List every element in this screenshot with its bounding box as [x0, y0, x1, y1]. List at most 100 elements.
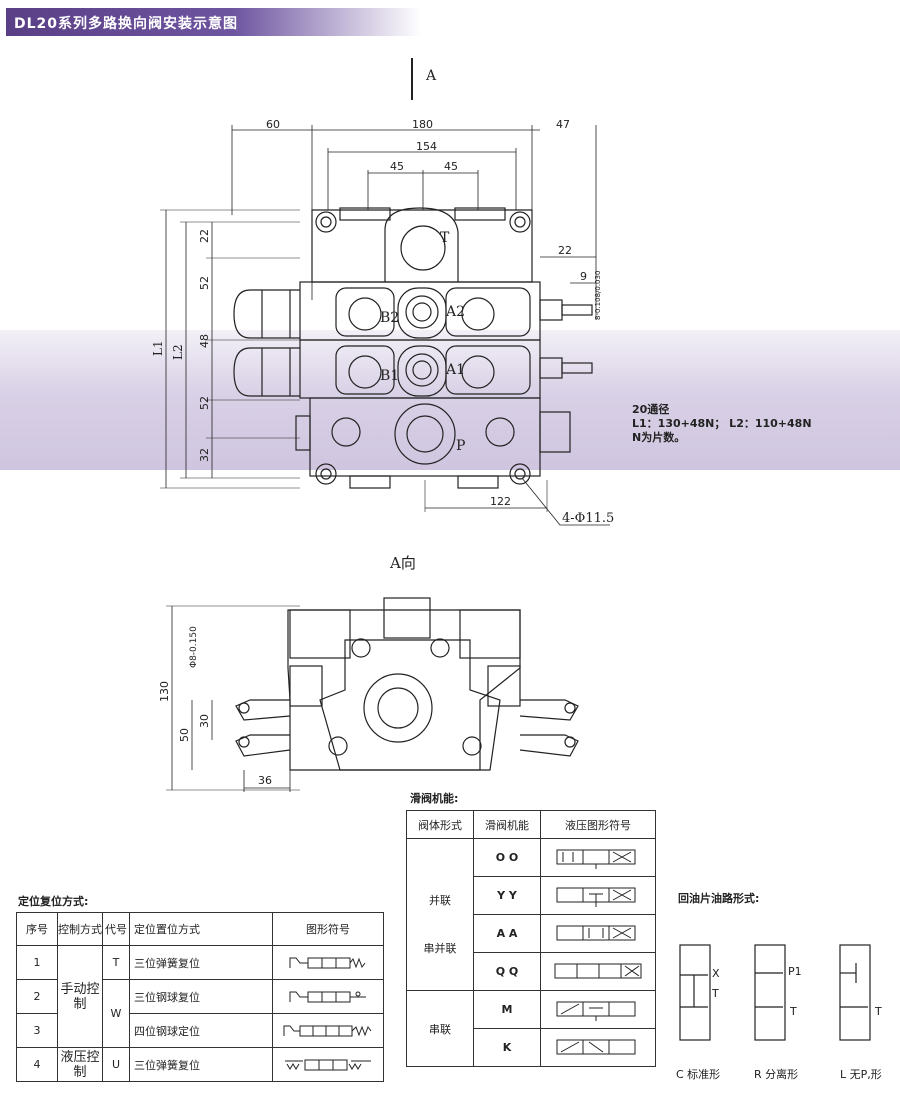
dim-52-bottom: 52	[198, 396, 211, 410]
port-P: P	[456, 438, 465, 454]
row-no: 2	[16, 979, 58, 1014]
dim-180: 180	[412, 118, 433, 131]
technical-drawing: A 60 180 47 154 45 45 22 9 8-0.108/0.030…	[151, 58, 614, 792]
port-B1: B1	[380, 368, 399, 384]
header-symbol: 图形符号	[272, 912, 384, 946]
row-method: 四位钢球定位	[129, 1013, 273, 1048]
dim-48: 48	[198, 334, 211, 348]
symbol-cell	[540, 1028, 656, 1067]
dim-9: 9	[580, 270, 587, 283]
function-Y-symbol	[556, 887, 636, 907]
dim-22-right: 22	[558, 244, 572, 257]
symbol-cell	[540, 914, 656, 953]
dim-154: 154	[416, 140, 437, 153]
code-W: W	[102, 979, 130, 1048]
dim-45a: 45	[390, 160, 404, 173]
symbol-cell	[272, 979, 384, 1014]
ball-detent-symbol	[283, 1025, 372, 1036]
label-T-noP: T	[874, 1005, 882, 1018]
symbol-cell	[272, 1047, 384, 1082]
dim-52-top: 52	[198, 276, 211, 290]
table-row: K	[407, 1028, 656, 1067]
view-A-label: A向	[389, 554, 416, 572]
dim-32: 32	[198, 448, 211, 462]
row-method: 三位弹簧复位	[129, 945, 273, 980]
label-X: X	[712, 967, 720, 980]
ball-return-symbol	[289, 991, 366, 1002]
holes-label: 4-Φ11.5	[562, 511, 614, 526]
table-row: Q Q	[407, 952, 656, 991]
row-method: 三位弹簧复位	[129, 1047, 273, 1082]
function-K-symbol	[556, 1039, 636, 1054]
header-method: 定位置位方式	[129, 912, 273, 946]
symbol-cell	[540, 990, 656, 1029]
function-O: O O	[473, 838, 541, 877]
code-T: T	[102, 945, 130, 980]
port-A1: A1	[445, 362, 465, 378]
function-M: M	[473, 990, 541, 1029]
function-K: K	[473, 1028, 541, 1067]
caption-standard: C 标准形	[676, 1068, 721, 1081]
dim-30: 30	[198, 714, 211, 728]
dim-122: 122	[490, 495, 511, 508]
dim-L2: L2	[171, 344, 185, 360]
oil-circuit-title: 回油片油路形式:	[678, 892, 760, 905]
function-A: A A	[473, 914, 541, 953]
function-M-symbol	[556, 1001, 636, 1021]
table-row: 1 手动控制 T 三位弹簧复位	[16, 945, 384, 1048]
positioning-table: 序号 控制方式 代号 定位置位方式 图形符号 1 手动控制 T 三位弹簧复位 2…	[16, 912, 384, 1082]
label-T-standard: T	[711, 987, 719, 1000]
body-parallel-cell: 并联 串并联	[406, 838, 474, 991]
function-Q-symbol	[554, 963, 642, 978]
symbol-cell	[272, 945, 384, 980]
label-P1: P1	[788, 965, 802, 978]
note-line-2: L1：130+48N； L2：110+48N	[632, 417, 812, 430]
dim-60: 60	[266, 118, 280, 131]
title-bar: DL20系列多路换向阀安装示意图	[6, 8, 421, 36]
dim-tolerance: 8-0.108/0.030	[594, 271, 602, 320]
function-O-symbol	[556, 849, 636, 869]
symbol-cell	[272, 1013, 384, 1048]
port-A2: A2	[445, 304, 465, 320]
dim-diameter-8: Φ8-0.150	[189, 626, 199, 668]
row-no: 4	[16, 1047, 58, 1082]
table-row: 并联 串并联 O O	[406, 838, 656, 991]
table-row: A A	[407, 914, 656, 953]
dim-50: 50	[178, 728, 191, 742]
header-body-type: 阀体形式	[406, 810, 474, 839]
label-T-separate: T	[789, 1005, 797, 1018]
table-row: 3 四位钢球定位	[16, 1013, 384, 1048]
port-T: T	[440, 230, 450, 246]
view-arrow-label: A	[425, 68, 437, 84]
row-no: 3	[16, 1013, 58, 1048]
body-series-parallel: 串并联	[423, 942, 457, 955]
symbol-cell	[540, 876, 656, 915]
header-control: 控制方式	[57, 912, 103, 946]
dim-47: 47	[556, 118, 570, 131]
symbol-cell	[540, 952, 656, 991]
page-title: DL20系列多路换向阀安装示意图	[14, 16, 239, 32]
code-U: U	[102, 1047, 130, 1082]
symbol-cell	[540, 838, 656, 877]
spec-note: 20通径 L1：130+48N； L2：110+48N N为片数。	[632, 403, 812, 445]
dim-130: 130	[158, 681, 171, 702]
dim-L1: L1	[151, 340, 165, 356]
caption-separate: R 分离形	[754, 1068, 799, 1081]
dim-45b: 45	[444, 160, 458, 173]
control-hydraulic: 液压控制	[57, 1047, 103, 1082]
body-series: 串联	[406, 990, 474, 1067]
oil-circuit-diagrams: X T P1 T T	[679, 944, 882, 1041]
function-A-symbol	[556, 925, 636, 940]
table-row: 串联 M	[406, 990, 656, 1067]
note-line-1: 20通径	[632, 403, 670, 416]
header-code: 代号	[102, 912, 130, 946]
background-band	[0, 330, 900, 470]
slide-function-title: 滑阀机能:	[410, 792, 459, 805]
function-Y: Y Y	[473, 876, 541, 915]
dim-36: 36	[258, 774, 272, 787]
note-line-3: N为片数。	[632, 431, 686, 444]
table-row: 2 W 三位钢球复位	[16, 979, 384, 1048]
header-no: 序号	[16, 912, 58, 946]
positioning-title: 定位复位方式:	[18, 895, 89, 908]
table-row: 4 液压控制 U 三位弹簧复位	[16, 1047, 384, 1082]
